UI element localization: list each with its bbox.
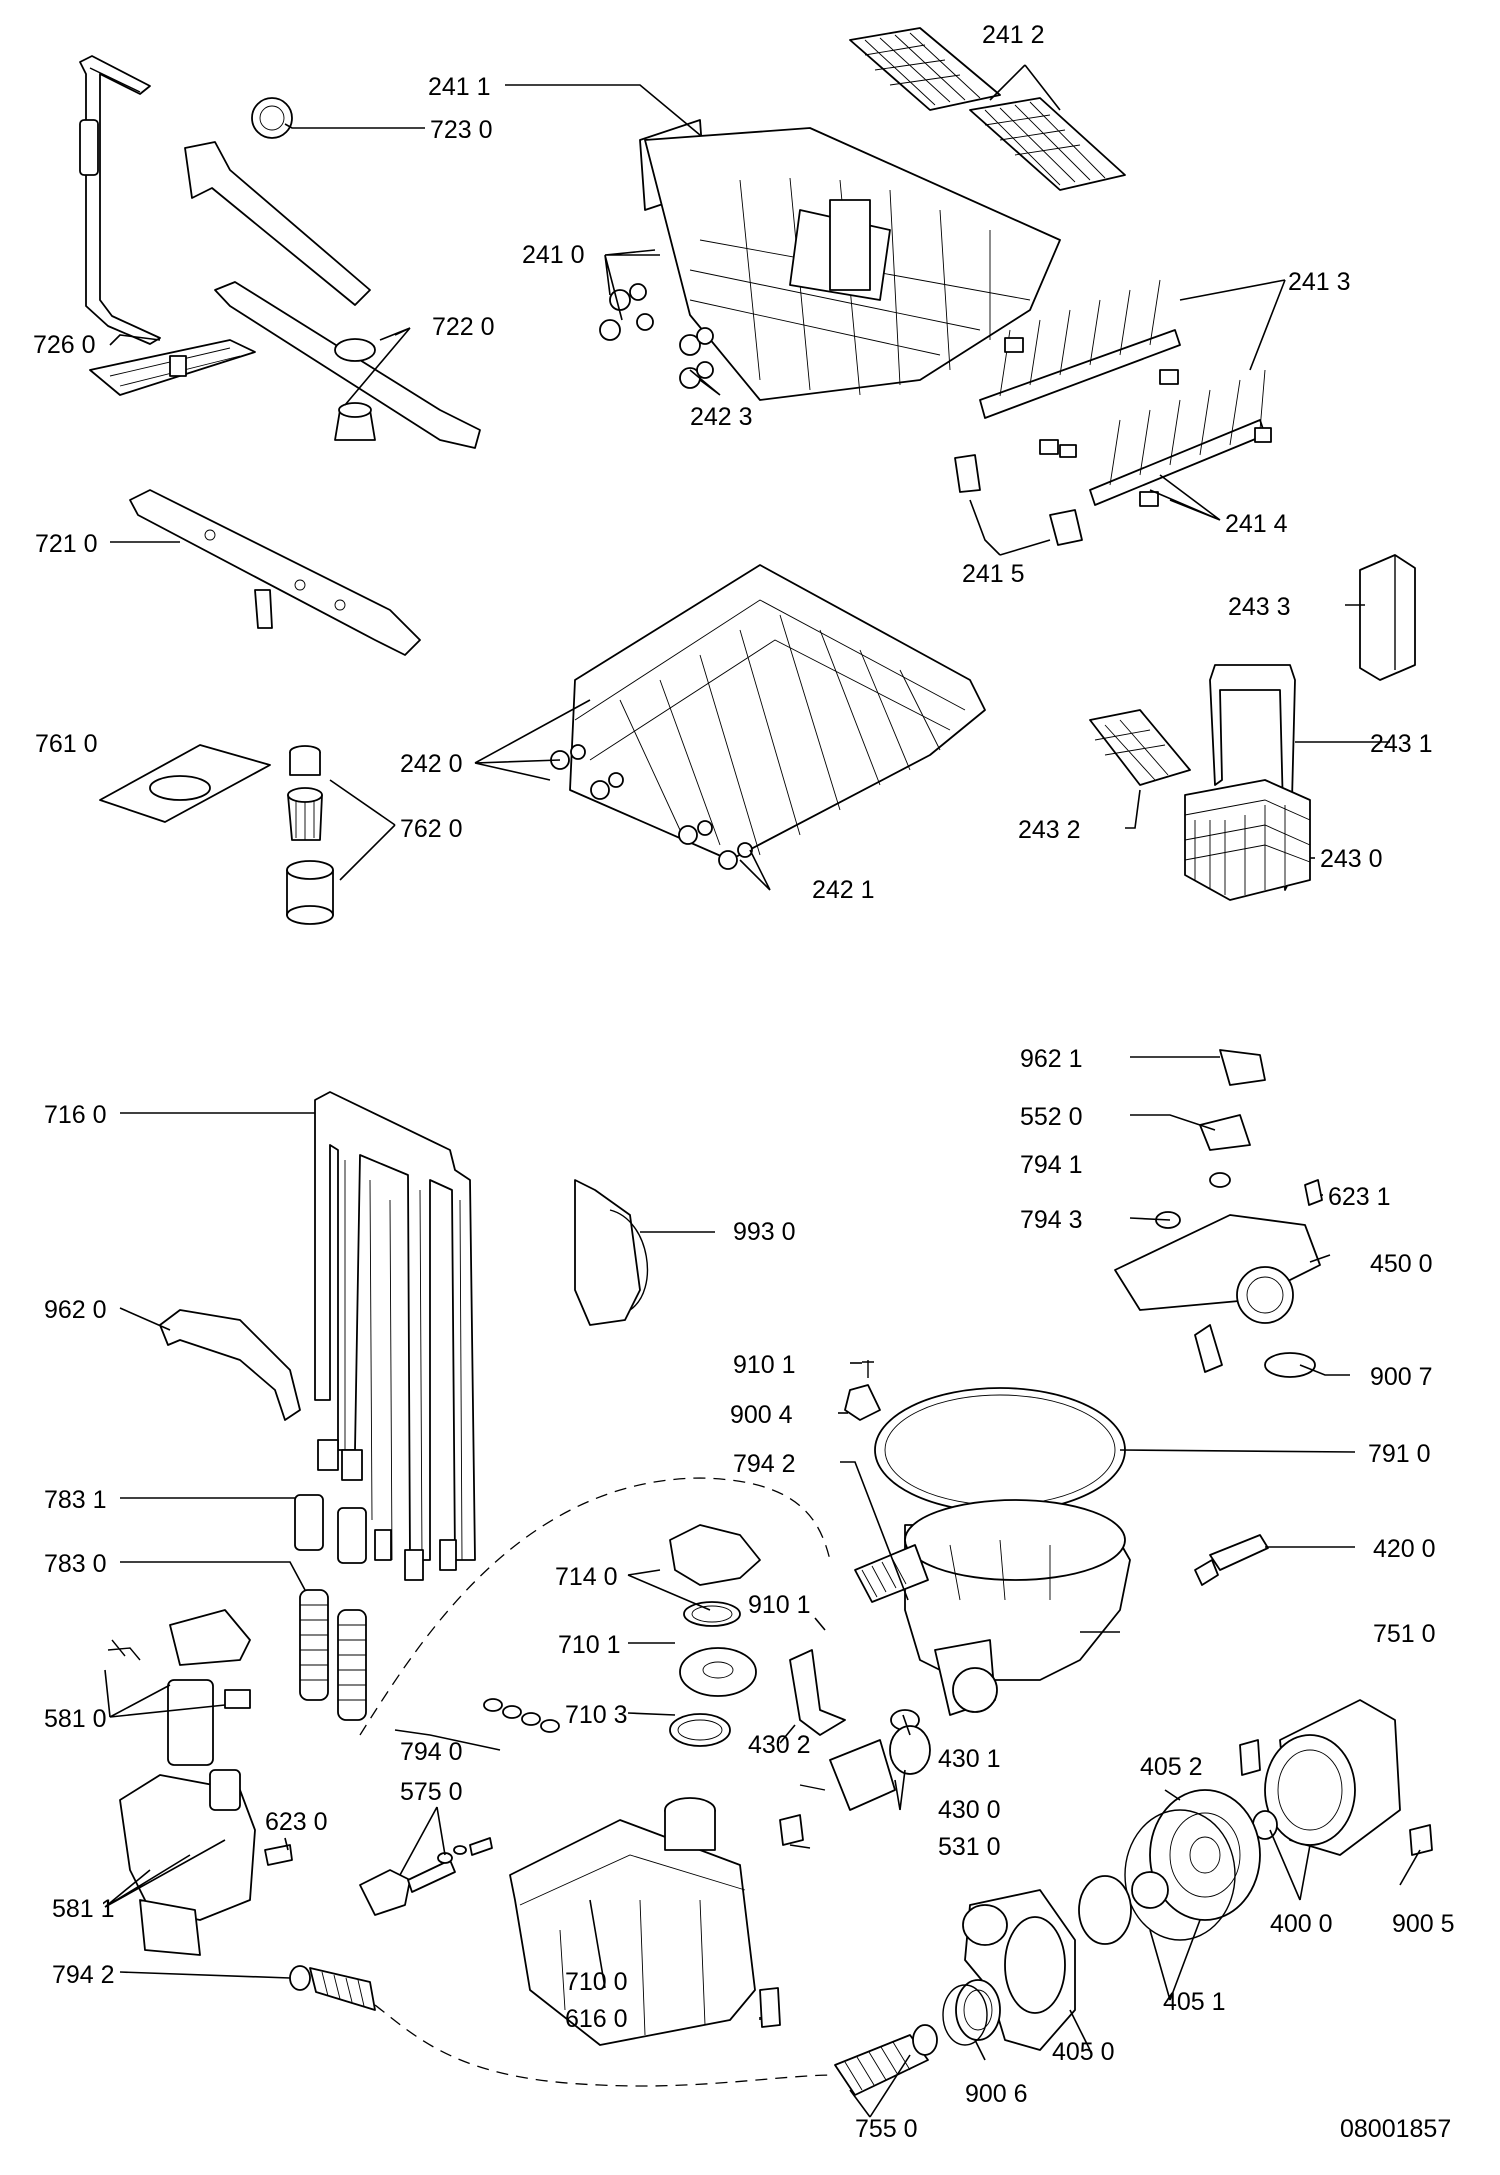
label-241-1: 241 1 <box>428 73 491 101</box>
heater-420 <box>1194 1534 1269 1586</box>
cutlery-basket-243 <box>1089 554 1416 901</box>
label-400-0: 400 0 <box>1270 1910 1333 1938</box>
drain-route-dashed <box>374 2004 836 2087</box>
label-243-2: 243 2 <box>1018 816 1081 844</box>
spray-arm-mount-722 <box>184 141 481 449</box>
o-rings-794-0 <box>483 1698 560 1733</box>
drawing-number: 08001857 <box>1340 2115 1451 2143</box>
label-900-4: 900 4 <box>730 1401 793 1429</box>
label-794-1: 794 1 <box>1020 1151 1083 1179</box>
filter-cylinder-762 <box>286 745 334 925</box>
label-723-0: 723 0 <box>430 116 493 144</box>
valves-575 <box>359 1837 493 1916</box>
label-794-2-a: 794 2 <box>733 1450 796 1478</box>
water-softener-581 <box>107 1609 256 1956</box>
label-242-0: 242 0 <box>400 750 463 778</box>
small-parts-900-4 <box>844 1360 881 1421</box>
filter-plate-761 <box>99 744 271 823</box>
label-531-0: 531 0 <box>938 1833 1001 1861</box>
label-751-0: 751 0 <box>1373 1620 1436 1648</box>
pump-sump-710 <box>509 1797 756 2046</box>
callout-labels: 241 1 241 2 723 0 241 0 241 3 726 0 722 … <box>33 21 1455 2143</box>
label-716-0: 716 0 <box>44 1101 107 1129</box>
label-243-0: 243 0 <box>1320 845 1383 873</box>
label-900-5: 900 5 <box>1392 1910 1455 1938</box>
upper-basket-241 <box>599 119 1061 401</box>
label-243-3: 243 3 <box>1228 593 1291 621</box>
lower-basket-242 <box>550 564 986 870</box>
label-710-1: 710 1 <box>558 1631 621 1659</box>
spray-arm-pipe-726 <box>79 55 256 396</box>
label-794-2-b: 794 2 <box>52 1961 115 1989</box>
label-405-2: 405 2 <box>1140 1753 1203 1781</box>
label-241-4: 241 4 <box>1225 510 1288 538</box>
label-910-1-b: 910 1 <box>748 1591 811 1619</box>
label-420-0: 420 0 <box>1373 1535 1436 1563</box>
valve-assembly-450 <box>1114 1049 1323 1378</box>
label-405-1: 405 1 <box>1163 1988 1226 2016</box>
label-450-0: 450 0 <box>1370 1250 1433 1278</box>
label-581-0: 581 0 <box>44 1705 107 1733</box>
label-616-0: 616 0 <box>565 2005 628 2033</box>
clip-parts <box>264 1739 1433 2028</box>
label-242-1: 242 1 <box>812 876 875 904</box>
label-710-3: 710 3 <box>565 1701 628 1729</box>
label-242-3: 242 3 <box>690 403 753 431</box>
sensor-430 <box>782 1649 931 1841</box>
motor-400 <box>1252 1699 1401 1856</box>
sump-751 <box>854 1387 1131 1716</box>
label-762-0: 762 0 <box>400 815 463 843</box>
filter-parts-714 <box>669 1524 761 1747</box>
label-575-0: 575 0 <box>400 1778 463 1806</box>
label-783-1: 783 1 <box>44 1486 107 1514</box>
label-623-1: 623 1 <box>1328 1183 1391 1211</box>
drain-hose-755 <box>834 2024 938 2096</box>
label-710-0: 710 0 <box>565 1968 628 1996</box>
cover-962 <box>159 1309 301 1421</box>
label-241-5: 241 5 <box>962 560 1025 588</box>
label-430-1: 430 1 <box>938 1745 1001 1773</box>
label-721-0: 721 0 <box>35 530 98 558</box>
label-243-1: 243 1 <box>1370 730 1433 758</box>
label-794-3: 794 3 <box>1020 1206 1083 1234</box>
hose-route-dashed <box>359 1477 831 1736</box>
label-900-7: 900 7 <box>1370 1363 1433 1391</box>
label-241-2: 241 2 <box>982 21 1045 49</box>
label-581-1: 581 1 <box>52 1895 115 1923</box>
cup-shelves-241-2 <box>849 27 1126 191</box>
label-241-0: 241 0 <box>522 241 585 269</box>
label-726-0: 726 0 <box>33 331 96 359</box>
label-962-1: 962 1 <box>1020 1045 1083 1073</box>
label-761-0: 761 0 <box>35 730 98 758</box>
label-900-6: 900 6 <box>965 2080 1028 2108</box>
label-714-0: 714 0 <box>555 1563 618 1591</box>
water-pipes-716 <box>314 1091 476 1581</box>
label-962-0: 962 0 <box>44 1296 107 1324</box>
pump-cover-405-2 <box>1078 1789 1261 1945</box>
label-993-0: 993 0 <box>733 1218 796 1246</box>
jug-993 <box>574 1179 649 1326</box>
drain-pump-405 <box>962 1889 1076 2051</box>
label-552-0: 552 0 <box>1020 1103 1083 1131</box>
label-405-0: 405 0 <box>1052 2038 1115 2066</box>
hoses-783 <box>294 1494 367 1721</box>
tine-rows-241-3 <box>954 279 1272 546</box>
filter-723 <box>251 97 293 139</box>
label-910-1-a: 910 1 <box>733 1351 796 1379</box>
label-241-3: 241 3 <box>1288 268 1351 296</box>
hose-794-2 <box>289 1965 376 2011</box>
label-791-0: 791 0 <box>1368 1440 1431 1468</box>
label-794-0: 794 0 <box>400 1738 463 1766</box>
label-430-2: 430 2 <box>748 1731 811 1759</box>
seal-900-6 <box>942 1979 1001 2046</box>
label-783-0: 783 0 <box>44 1550 107 1578</box>
label-430-0: 430 0 <box>938 1796 1001 1824</box>
label-722-0: 722 0 <box>432 313 495 341</box>
leader-lines <box>104 64 1421 2118</box>
label-755-0: 755 0 <box>855 2115 918 2143</box>
lower-spray-arm-721 <box>129 489 421 656</box>
label-623-0: 623 0 <box>265 1808 328 1836</box>
